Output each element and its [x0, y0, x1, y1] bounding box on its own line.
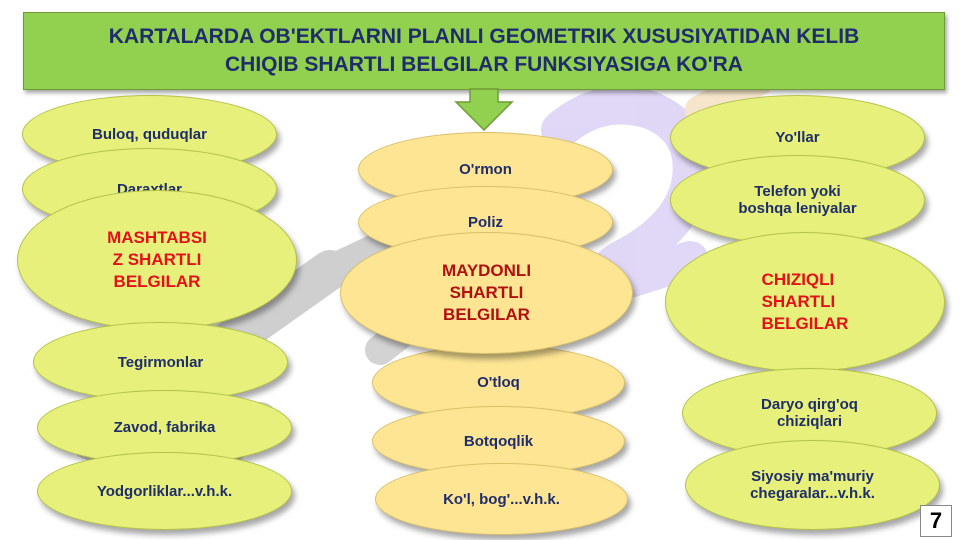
center-item-2-label: Poliz — [467, 213, 503, 231]
center-item-5: Ko'l, bog'...v.h.k. — [375, 463, 628, 535]
title-banner: KARTALARDA OB'EKTLARNI PLANLI GEOMETRIK … — [23, 12, 945, 90]
title-line-1: KARTALARDA OB'EKTLARNI PLANLI GEOMETRIK … — [108, 25, 860, 48]
right-item-1-label: Yo'llar — [775, 129, 820, 146]
left-category-label: MASHTABSI Z SHARTLI BELGILAR — [107, 228, 207, 291]
center-item-4-label: Botqoqlik — [463, 432, 534, 450]
left-item-5: Yodgorliklar...v.h.k. — [37, 452, 292, 530]
center-category-label: MAYDONLI SHARTLI BELGILAR — [441, 261, 532, 324]
center-item-5-label: Ko'l, bog'...v.h.k. — [443, 490, 560, 508]
right-item-2-label: Telefon yoki boshqa leniyalar — [738, 183, 857, 217]
down-arrow-icon — [454, 88, 514, 132]
right-item-3-label: Daryo qirg'oq chiziqlari — [761, 396, 858, 430]
left-category: MASHTABSI Z SHARTLI BELGILAR — [17, 190, 297, 330]
right-category-label: CHIZIQLI SHARTLI BELGILAR — [761, 270, 849, 333]
center-category: MAYDONLI SHARTLI BELGILAR — [340, 232, 633, 354]
right-item-2: Telefon yoki boshqa leniyalar — [670, 155, 925, 245]
center-item-1-label: O'rmon — [459, 161, 512, 178]
right-category: CHIZIQLI SHARTLI BELGILAR — [665, 232, 945, 372]
center-item-3-label: O'tloq — [477, 374, 520, 391]
title-line-2: CHIQIB SHARTLI BELGILAR FUNKSIYASIGA KO'… — [225, 53, 743, 76]
left-item-4-label: Zavod, fabrika — [113, 419, 216, 436]
left-item-1-label: Buloq, quduqlar — [92, 125, 207, 143]
left-item-5-label: Yodgorliklar...v.h.k. — [96, 482, 233, 500]
page-number: 7 — [920, 505, 952, 537]
left-item-3: Tegirmonlar — [33, 322, 288, 402]
right-item-4-label: Siyosiy ma'muriy chegaralar...v.h.k. — [750, 468, 875, 502]
left-item-3-label: Tegirmonlar — [117, 353, 204, 371]
center-item-4: Botqoqlik — [372, 406, 625, 476]
center-item-3: O'tloq — [372, 345, 625, 420]
right-item-4: Siyosiy ma'muriy chegaralar...v.h.k. — [685, 440, 940, 530]
